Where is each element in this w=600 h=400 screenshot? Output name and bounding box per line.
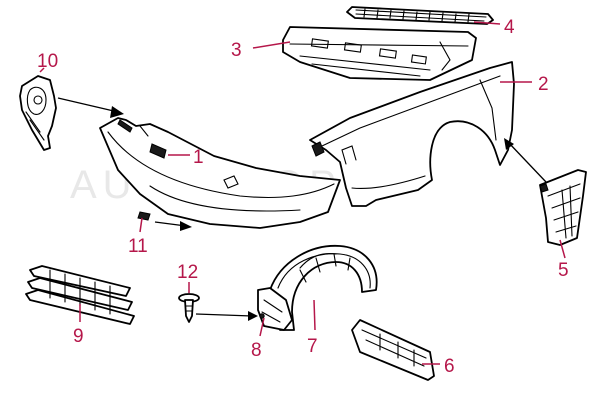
callout-6: 6 [444,356,455,377]
callout-4: 4 [504,17,515,38]
callout-1: 1 [193,147,204,168]
inner-fender-liner [269,245,378,331]
callout-pointers [39,21,566,365]
callout-labels: 1 2 3 4 5 6 7 8 9 10 11 12 [37,17,569,377]
callout-8: 8 [251,340,262,361]
front-bumper [99,117,341,229]
bumper-side-bracket [19,75,57,151]
fender-extension-panel [539,169,587,246]
callout-10: 10 [37,51,58,72]
cowl-vent-grille [346,6,494,25]
front-fender [309,61,515,207]
callout-12: 12 [177,262,198,283]
leader-arrows [57,97,547,321]
callout-3: 3 [231,40,242,61]
cowl-panel [282,26,477,81]
liner-mount-bracket [257,287,293,331]
push-in-clip [178,293,200,323]
callout-5: 5 [558,260,569,281]
callout-2: 2 [538,74,549,95]
callout-11: 11 [128,236,148,257]
callout-7: 7 [307,336,318,357]
mud-flap-bracket [351,319,435,381]
callout-9: 9 [73,326,84,347]
